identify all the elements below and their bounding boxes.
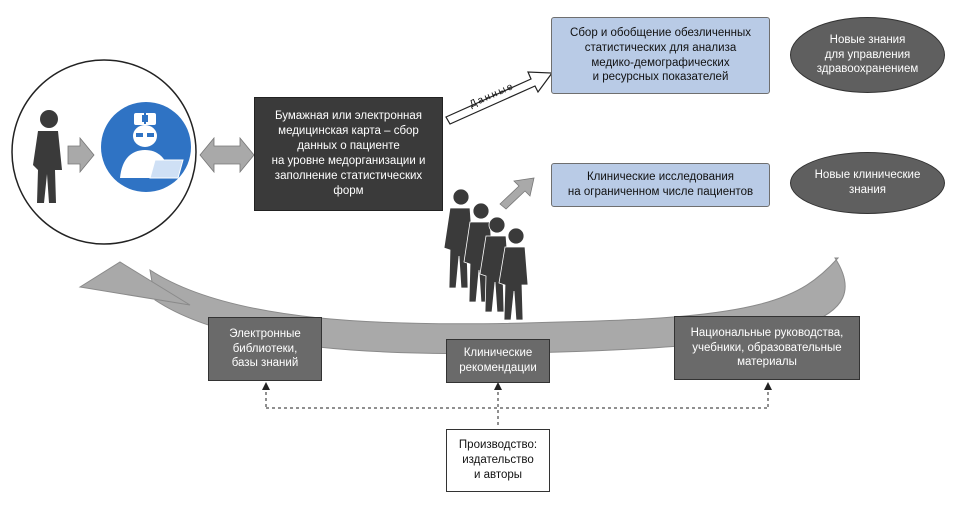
new-knowledge-management-ellipse: Новые знания для управления здравоохране… [790,17,945,93]
new-clinical-knowledge-ellipse: Новые клинические знания [790,152,945,214]
return-cycle-arrowhead [78,261,191,306]
e-libraries-box: Электронные библиотеки, базы знаний [208,317,322,381]
clinical-guidelines-box: Клинические рекомендации [446,339,550,383]
patient-to-doctor-arrow [67,136,95,174]
stats-collection-box: Сбор и обобщение обезличенных статистиче… [551,17,770,94]
doctor-icon [120,113,184,179]
circle-record-double-arrow [199,136,255,174]
national-guides-box: Национальные руководства, учебники, обра… [674,316,860,380]
production-connectors [265,386,769,428]
clinical-trials-box: Клинические исследования на ограниченном… [551,163,770,207]
patient-figure-icon [33,110,62,203]
production-connector-arrowheads [262,382,772,390]
data-arrow [445,71,554,125]
group-to-trials-arrow [499,177,535,210]
medical-record-box: Бумажная или электронная медицинская кар… [254,97,443,211]
production-box: Производство: издательство и авторы [446,429,550,492]
patient-group-icon [443,188,529,321]
